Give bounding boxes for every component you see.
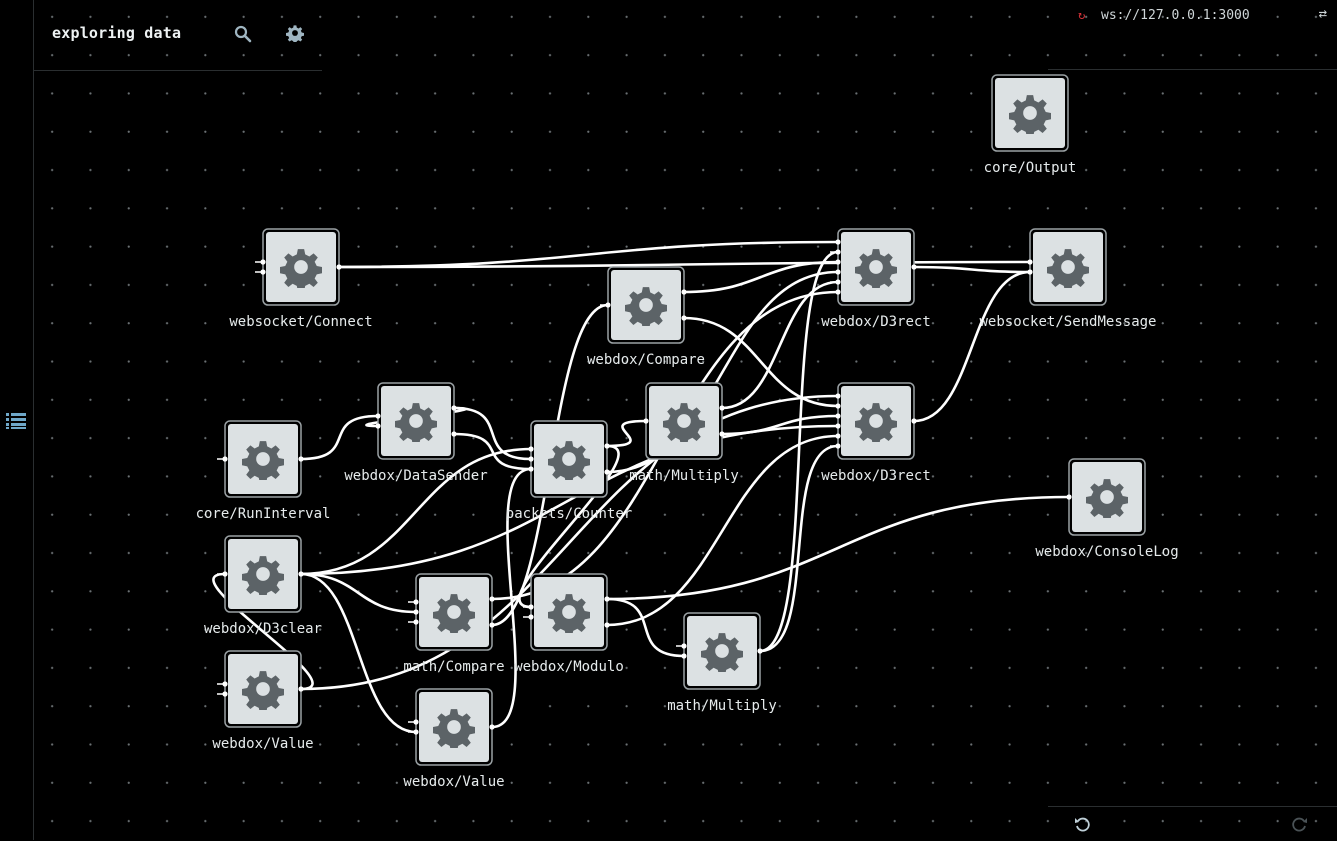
swap-icon[interactable]: ⇄ — [1318, 6, 1327, 22]
list-icon[interactable] — [6, 412, 26, 430]
edge — [759, 250, 839, 653]
edge — [453, 406, 532, 461]
outport[interactable] — [911, 418, 917, 424]
gear-icon[interactable] — [286, 24, 304, 42]
node-value2[interactable]: webdox/Value — [403, 688, 505, 790]
edge — [300, 424, 839, 576]
node-compare1[interactable]: webdox/Compare — [587, 266, 705, 368]
node-label: webdox/D3rect — [821, 468, 931, 484]
node-sendmsg[interactable]: websocket/SendMessage — [979, 228, 1157, 330]
edge — [913, 265, 1031, 274]
graph-header: exploring data — [34, 0, 322, 71]
node-label: webdox/ConsoleLog — [1035, 544, 1178, 560]
node-output[interactable]: core/Output — [984, 74, 1077, 176]
node-consolelog[interactable]: webdox/ConsoleLog — [1035, 458, 1179, 560]
node-label: webdox/Compare — [587, 352, 705, 368]
edge — [212, 572, 314, 691]
outport[interactable] — [604, 443, 610, 449]
outport[interactable] — [604, 469, 610, 475]
node-label: core/Output — [984, 160, 1077, 176]
node-label: webdox/Value — [403, 774, 504, 790]
outport[interactable] — [681, 289, 687, 295]
edge — [606, 419, 647, 448]
node-connect[interactable]: websocket/Connect — [229, 228, 373, 330]
nodes: core/Output websocket/Connect webdox/D3rec… — [196, 74, 1179, 790]
left-sidebar — [0, 0, 34, 840]
connection-url: ws://127.0.0.1:3000 — [1101, 8, 1250, 23]
node-label: webdox/D3clear — [204, 621, 322, 637]
node-label: core/RunInterval — [196, 506, 331, 522]
edge — [606, 434, 839, 627]
edge — [453, 432, 532, 471]
edge — [300, 414, 379, 461]
outport[interactable] — [298, 686, 304, 692]
gear-icon — [1086, 479, 1128, 518]
node-label: math/Multiply — [629, 468, 739, 484]
node-mult2[interactable]: math/Multiply — [667, 612, 777, 714]
search-icon[interactable] — [234, 25, 252, 43]
outport[interactable] — [604, 596, 610, 602]
node-value1[interactable]: webdox/Value — [212, 650, 314, 752]
node-label: packets/Counter — [506, 506, 632, 522]
node-mult1[interactable]: math/Multiply — [629, 382, 739, 484]
connection-panel: ↻ ws://127.0.0.1:3000 ⇄ — [1048, 0, 1337, 70]
edge — [300, 447, 532, 576]
outport[interactable] — [298, 456, 304, 462]
node-label: webdox/Modulo — [514, 659, 624, 675]
node-d3clear[interactable]: webdox/D3clear — [204, 535, 322, 637]
outport[interactable] — [489, 596, 495, 602]
outport[interactable] — [757, 648, 763, 654]
redo-icon[interactable] — [1292, 816, 1308, 832]
outport[interactable] — [719, 405, 725, 411]
gear-icon — [1047, 249, 1089, 288]
node-label: websocket/SendMessage — [979, 314, 1156, 330]
outport[interactable] — [719, 431, 725, 437]
outport[interactable] — [489, 724, 495, 730]
outport[interactable] — [911, 264, 917, 270]
node-d3rect1[interactable]: webdox/D3rect — [821, 228, 931, 330]
outport[interactable] — [336, 264, 342, 270]
edge — [300, 572, 417, 614]
node-runinterval[interactable]: core/RunInterval — [196, 420, 331, 522]
node-datasender[interactable]: webdox/DataSender — [344, 382, 488, 484]
outport[interactable] — [451, 431, 457, 437]
outport[interactable] — [604, 622, 610, 628]
edge — [300, 394, 839, 691]
node-label: websocket/Connect — [229, 314, 372, 330]
edge — [759, 444, 839, 653]
edge — [606, 597, 685, 658]
outport[interactable] — [681, 315, 687, 321]
node-label: webdox/DataSender — [344, 468, 487, 484]
outport[interactable] — [298, 571, 304, 577]
node-d3rect2[interactable]: webdox/D3rect — [821, 382, 931, 484]
edge — [300, 572, 417, 734]
edge — [683, 316, 839, 408]
node-label: webdox/D3rect — [821, 314, 931, 330]
history-panel — [1048, 806, 1337, 841]
edge — [913, 270, 1031, 423]
edge — [683, 260, 839, 294]
edge — [518, 444, 620, 609]
outport[interactable] — [489, 622, 495, 628]
node-label: webdox/Value — [212, 736, 313, 752]
edge — [721, 280, 839, 410]
node-counter[interactable]: packets/Counter — [506, 420, 632, 522]
edge — [606, 495, 1070, 601]
undo-icon[interactable] — [1074, 816, 1090, 832]
page-title: exploring data — [52, 24, 182, 42]
node-mathcompare[interactable]: math/Compare — [403, 573, 505, 675]
edge — [491, 467, 532, 729]
node-label: math/Compare — [403, 659, 504, 675]
refresh-icon[interactable]: ↻ — [1078, 8, 1086, 22]
node-modulo[interactable]: webdox/Modulo — [514, 573, 624, 675]
outport[interactable] — [451, 405, 457, 411]
node-label: math/Multiply — [667, 698, 777, 714]
